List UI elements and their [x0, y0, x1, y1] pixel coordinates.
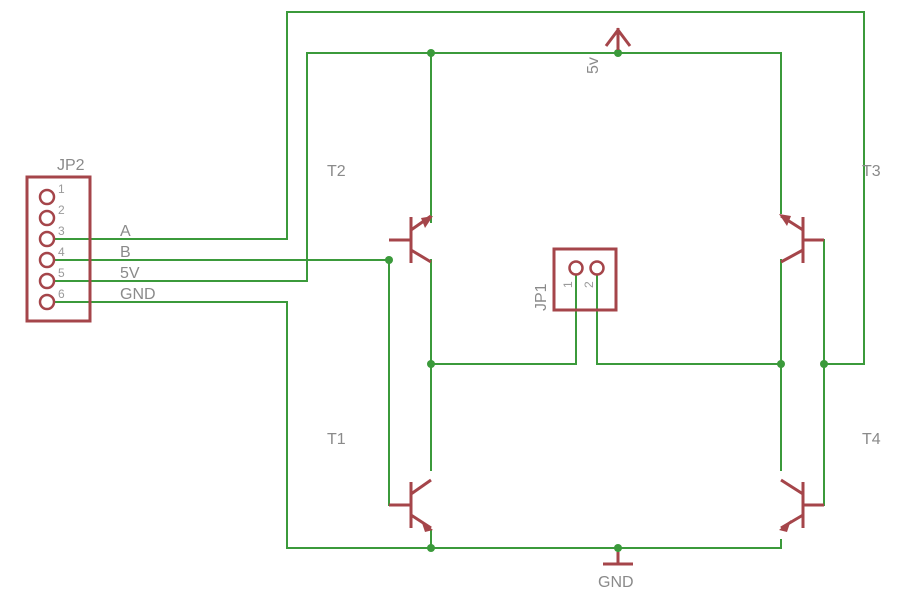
- junction-dot: [385, 256, 393, 264]
- jp2-net-labels: A B 5V GND: [120, 223, 156, 303]
- jp2-body: [25, 175, 92, 323]
- jp2-pin-number: 1: [58, 182, 65, 196]
- jp2-pad: [38, 293, 56, 311]
- vcc-label: 5v: [585, 57, 602, 74]
- t3-label: T3: [862, 163, 881, 180]
- net-label-a: A: [120, 223, 131, 240]
- t4-arrow: [779, 520, 791, 532]
- transistor-t1[interactable]: T1: [327, 431, 433, 532]
- gnd-label: GND: [598, 574, 634, 591]
- jp1-body: [552, 247, 618, 312]
- junction-dot: [427, 49, 435, 57]
- wire-net-a: [46, 11, 865, 365]
- jp2-pin-number: 4: [58, 245, 65, 259]
- junction-dot: [777, 360, 785, 368]
- jp2-name: JP2: [57, 157, 85, 174]
- net-label-b: B: [120, 244, 131, 261]
- jp1-pin-number: 1: [561, 281, 575, 288]
- t1-label: T1: [327, 431, 346, 448]
- t2-arrow: [421, 216, 433, 228]
- wire-mid-left: [430, 267, 577, 365]
- t2-label: T2: [327, 163, 346, 180]
- connector-jp2[interactable]: JP2 1 2 3 4 5 6: [25, 157, 92, 323]
- jp2-pad: [38, 251, 56, 269]
- transistor-t3[interactable]: T3: [779, 163, 881, 264]
- t4-collector-leg: [780, 478, 804, 496]
- connector-jp1[interactable]: 1 2 JP1: [533, 247, 618, 312]
- jp1-pad: [568, 260, 584, 276]
- junction-dot: [427, 360, 435, 368]
- transistor-t4[interactable]: T4: [779, 431, 881, 532]
- net-label-5v: 5V: [120, 265, 140, 282]
- transistor-t2[interactable]: T2: [327, 163, 433, 264]
- vcc-symbol[interactable]: 5v: [585, 27, 632, 74]
- junctions: [385, 49, 828, 552]
- junction-dot: [614, 49, 622, 57]
- jp2-pin-number: 3: [58, 224, 65, 238]
- wires: [46, 11, 865, 563]
- junction-dot: [614, 544, 622, 552]
- t1-collector-leg: [410, 478, 432, 496]
- jp1-pin-number: 2: [582, 281, 596, 288]
- wire-mid-right: [596, 267, 782, 365]
- net-label-gnd: GND: [120, 286, 156, 303]
- jp2-pin-number: 6: [58, 287, 65, 301]
- gnd-symbol[interactable]: GND: [598, 552, 634, 591]
- jp2-pads: [38, 188, 56, 311]
- jp2-pin-number: 5: [58, 266, 65, 280]
- t2-collector-leg: [410, 248, 432, 264]
- vcc-arrow-icon: [604, 27, 632, 47]
- jp2-pad: [38, 209, 56, 227]
- jp1-name: JP1: [533, 283, 550, 311]
- t3-arrow: [779, 214, 791, 226]
- t4-label: T4: [862, 431, 881, 448]
- t3-collector-leg: [780, 248, 804, 264]
- junction-dot: [427, 544, 435, 552]
- wire-net-gnd: [46, 301, 782, 549]
- jp1-pad: [589, 260, 605, 276]
- wire-net-5v: [46, 52, 782, 282]
- jp2-pin-number: 2: [58, 203, 65, 217]
- junction-dot: [820, 360, 828, 368]
- jp2-pad: [38, 230, 56, 248]
- t1-arrow: [421, 520, 433, 532]
- jp2-pad: [38, 272, 56, 290]
- jp2-pin-numbers: 1 2 3 4 5 6: [58, 182, 65, 301]
- jp2-pad: [38, 188, 56, 206]
